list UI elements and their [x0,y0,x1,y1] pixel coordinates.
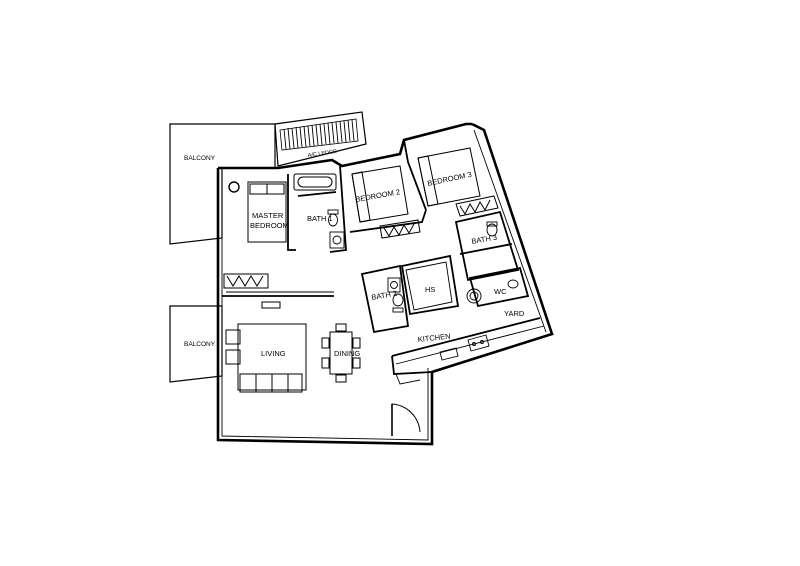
toilet-bath2 [392,293,404,313]
washer-yard [466,288,482,304]
label-hs: HS [425,285,435,294]
label-bath1: BATH 1 [307,214,333,223]
kitchen-ledge [395,373,421,385]
wardrobe-master [223,273,269,289]
label-ac-ledge: A/C LEDGE [307,149,337,159]
label-bedroom2: BEDROOM 2 [355,187,401,204]
basin-bath2 [387,277,401,293]
label-living: LIVING [261,349,286,358]
toilet-bath3 [486,221,498,237]
ac-ledge-grille [283,119,355,150]
bed-bedroom3 [417,147,481,207]
bathtub-bath1 [293,173,337,191]
label-bath2: BATH 2 [371,289,398,302]
bed-bedroom2 [351,165,409,223]
label-yard: YARD [504,309,525,318]
column-marker [228,181,240,193]
sink-kitchen [439,347,459,361]
wardrobe-bedroom2 [379,219,421,239]
toilet-bath1 [327,209,339,227]
stove-kitchen [467,334,490,352]
dining-set [321,323,361,383]
living-room-furniture [225,301,307,393]
label-master-bedroom-line1: MASTER [252,211,284,220]
label-dining: DINING [334,349,360,358]
label-balcony-bottom: BALCONY [184,341,216,348]
interior-walls [222,139,545,375]
label-bath3: BATH 3 [471,233,498,246]
label-master-bedroom-line2: BEDROOM [250,221,289,230]
label-wc: WC [494,287,507,296]
label-kitchen: KITCHEN [417,332,451,344]
wardrobe-bedroom3 [455,195,499,217]
ac-ledge [274,111,367,167]
label-balcony-top: BALCONY [184,155,216,162]
basin-bath1 [329,231,345,249]
entrance-door [391,403,421,436]
label-bedroom3: BEDROOM 3 [427,170,473,188]
bed-master [247,181,287,243]
basin-wc [507,279,519,289]
